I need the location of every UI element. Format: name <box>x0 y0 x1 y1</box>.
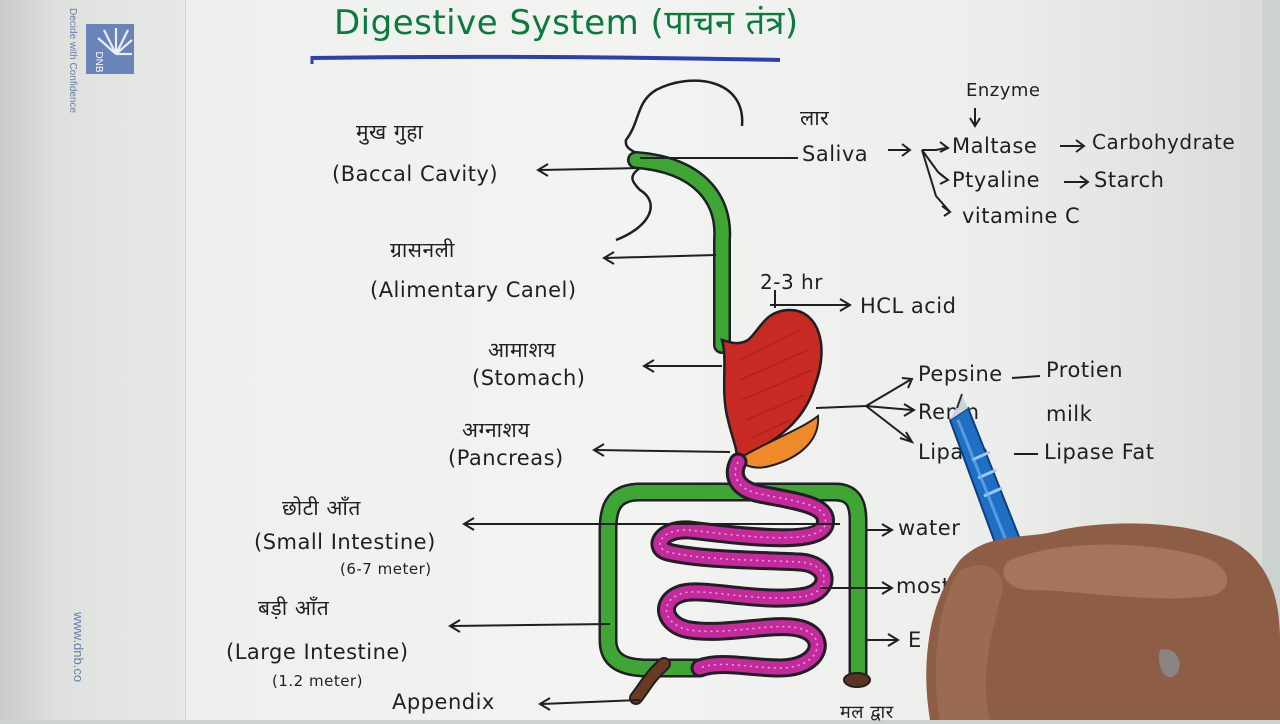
time-label: 2-3 hr <box>760 270 823 294</box>
starch-label: Starch <box>1094 168 1165 192</box>
page-title: Digestive System (पाचन तंत्र) <box>334 3 799 43</box>
maltase-label: Maltase <box>952 134 1038 158</box>
milk-label: milk <box>1046 402 1093 426</box>
pancreas-label-english: (Pancreas) <box>448 446 564 470</box>
mouth-label-hindi: मुख गुहा <box>356 120 424 144</box>
water-label: water <box>898 516 961 540</box>
canal-label-hindi: ग्रासनली <box>390 238 455 262</box>
stomach-label-hindi: आमाशय <box>488 338 556 362</box>
small-intestine-label-english: (Small Intestine) <box>254 530 436 554</box>
partial-label-bottom: मल द्वार <box>840 702 894 723</box>
head-outline <box>624 79 744 161</box>
arrows-right <box>640 108 1090 647</box>
large-intestine-label-english: (Large Intestine) <box>226 640 409 664</box>
rectum <box>843 672 871 688</box>
arrows-left <box>448 163 840 711</box>
pancreas <box>738 414 820 469</box>
large-intestine-label-hindi: बड़ी आँत <box>258 596 330 620</box>
hcl-label: HCL acid <box>860 294 957 318</box>
chin-outline <box>615 166 652 242</box>
pepsin-label: Pepsine <box>918 362 1003 386</box>
carbohydrate-label: Carbohydrate <box>1092 130 1236 154</box>
hand <box>926 523 1280 720</box>
esophagus <box>629 153 729 352</box>
large-intestine-length: (1.2 meter) <box>272 672 363 690</box>
ascending-colon <box>742 485 865 676</box>
appendix-label: Appendix <box>392 690 495 714</box>
small-intestine-label-hindi: छोटी आँत <box>282 496 361 520</box>
pancreas-label-hindi: अग्नाशय <box>462 418 530 442</box>
vitamin-label: vitamine C <box>962 204 1081 228</box>
saliva-label: Saliva <box>802 142 869 166</box>
stomach-label-english: (Stomach) <box>472 366 586 390</box>
title-underline <box>311 54 781 62</box>
most-label: most <box>896 574 951 598</box>
protein-label: Protien <box>1046 358 1124 382</box>
stomach <box>720 308 823 465</box>
mouth-label-english: (Baccal Cavity) <box>332 162 499 186</box>
saliva-label-hindi: लार <box>800 106 830 130</box>
enzyme-label: Enzyme <box>966 80 1041 101</box>
lipase-fat-label: Lipase Fat <box>1044 440 1155 464</box>
page-margin <box>0 0 186 720</box>
dnb-logo: DNB <box>86 24 134 74</box>
svg-text:DNB: DNB <box>93 51 104 72</box>
ptyaline-label: Ptyaline <box>952 168 1041 192</box>
partial-label-e: E <box>908 628 922 652</box>
canal-label-english: (Alimentary Canel) <box>370 278 577 302</box>
descending-colon <box>601 485 742 675</box>
small-intestine-length: (6-7 meter) <box>340 560 432 578</box>
appendix <box>631 659 669 703</box>
